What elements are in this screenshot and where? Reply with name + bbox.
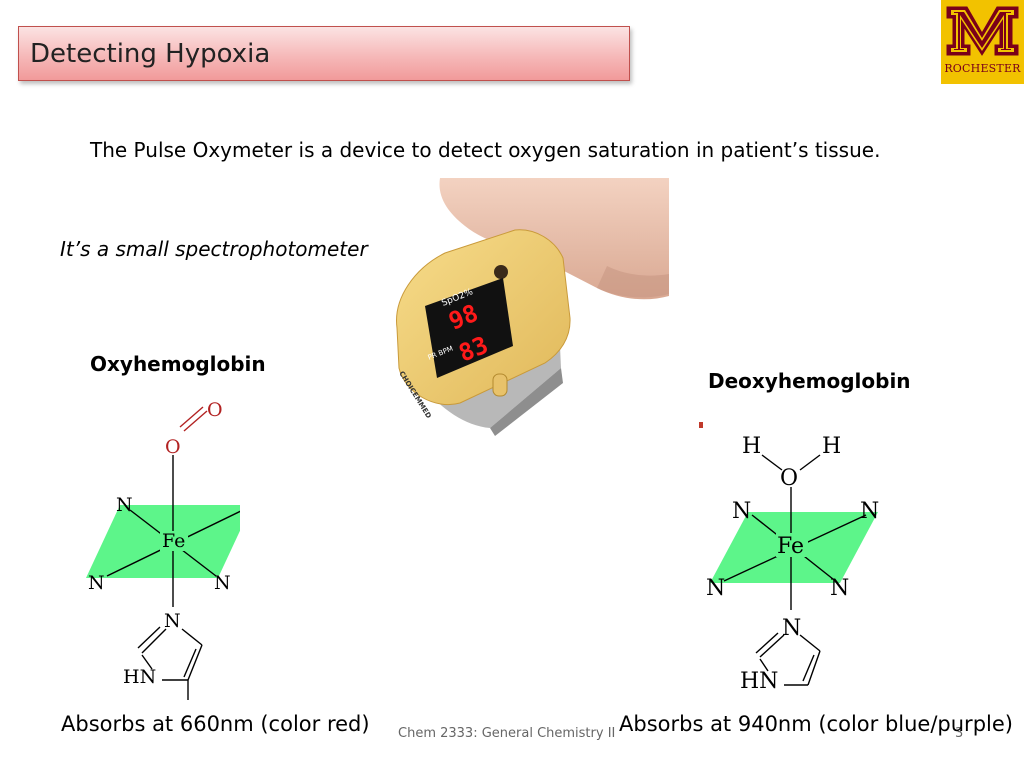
imidazole-hn: HN xyxy=(740,669,778,694)
bound-oxygen: O xyxy=(165,436,181,458)
nitrogen-bottom-left: N xyxy=(706,576,725,601)
deoxyhemoglobin-structure: H H O Fe N N N N N HN xyxy=(706,434,879,694)
nitrogen-top-right: N xyxy=(860,499,879,524)
oxyhemoglobin-label: Oxyhemoglobin xyxy=(90,352,266,376)
imidazole-hn: HN xyxy=(123,666,156,688)
top-oxygen: O xyxy=(207,399,223,421)
course-footer: Chem 2333: General Chemistry II xyxy=(398,726,616,741)
nitrogen-bottom-left: N xyxy=(88,572,105,594)
slide-title: Detecting Hypoxia xyxy=(30,39,271,69)
iron-label: Fe xyxy=(777,534,804,559)
nitrogen-top-left: N xyxy=(732,499,751,524)
imidazole-nitrogen: N xyxy=(164,610,181,632)
logo-text: ROCHESTER xyxy=(944,62,1021,75)
slide-title-box: Detecting Hypoxia xyxy=(18,26,630,81)
iron-label: Fe xyxy=(162,530,185,552)
university-logo: ROCHESTER xyxy=(941,0,1024,84)
m-logo-icon xyxy=(946,6,1019,56)
spectrophotometer-note: It’s a small spectrophotometer xyxy=(60,237,368,261)
oxy-absorbance-text: Absorbs at 660nm (color red) xyxy=(61,712,370,736)
deoxy-absorbance-text: Absorbs at 940nm (color blue/purple) xyxy=(619,712,1013,736)
water-oxygen: O xyxy=(780,466,798,491)
page-number: 3 xyxy=(955,726,964,741)
oxyhemoglobin-structure: O O Fe N N N N N HN xyxy=(86,399,240,700)
imidazole-nitrogen: N xyxy=(782,616,801,641)
nitrogen-top-left: N xyxy=(116,494,133,516)
hydrogen-right: H xyxy=(822,434,841,459)
nitrogen-bottom-right: N xyxy=(214,572,231,594)
hydrogen-left: H xyxy=(742,434,761,459)
deoxyhemoglobin-label: Deoxyhemoglobin xyxy=(708,369,911,393)
pulse-oximeter-photo: SpO2% 98 83 PR BPM CHOICEMMED xyxy=(396,178,669,436)
nitrogen-bottom-right: N xyxy=(830,576,849,601)
intro-text: The Pulse Oxymeter is a device to detect… xyxy=(90,138,881,162)
red-mark xyxy=(699,422,703,428)
